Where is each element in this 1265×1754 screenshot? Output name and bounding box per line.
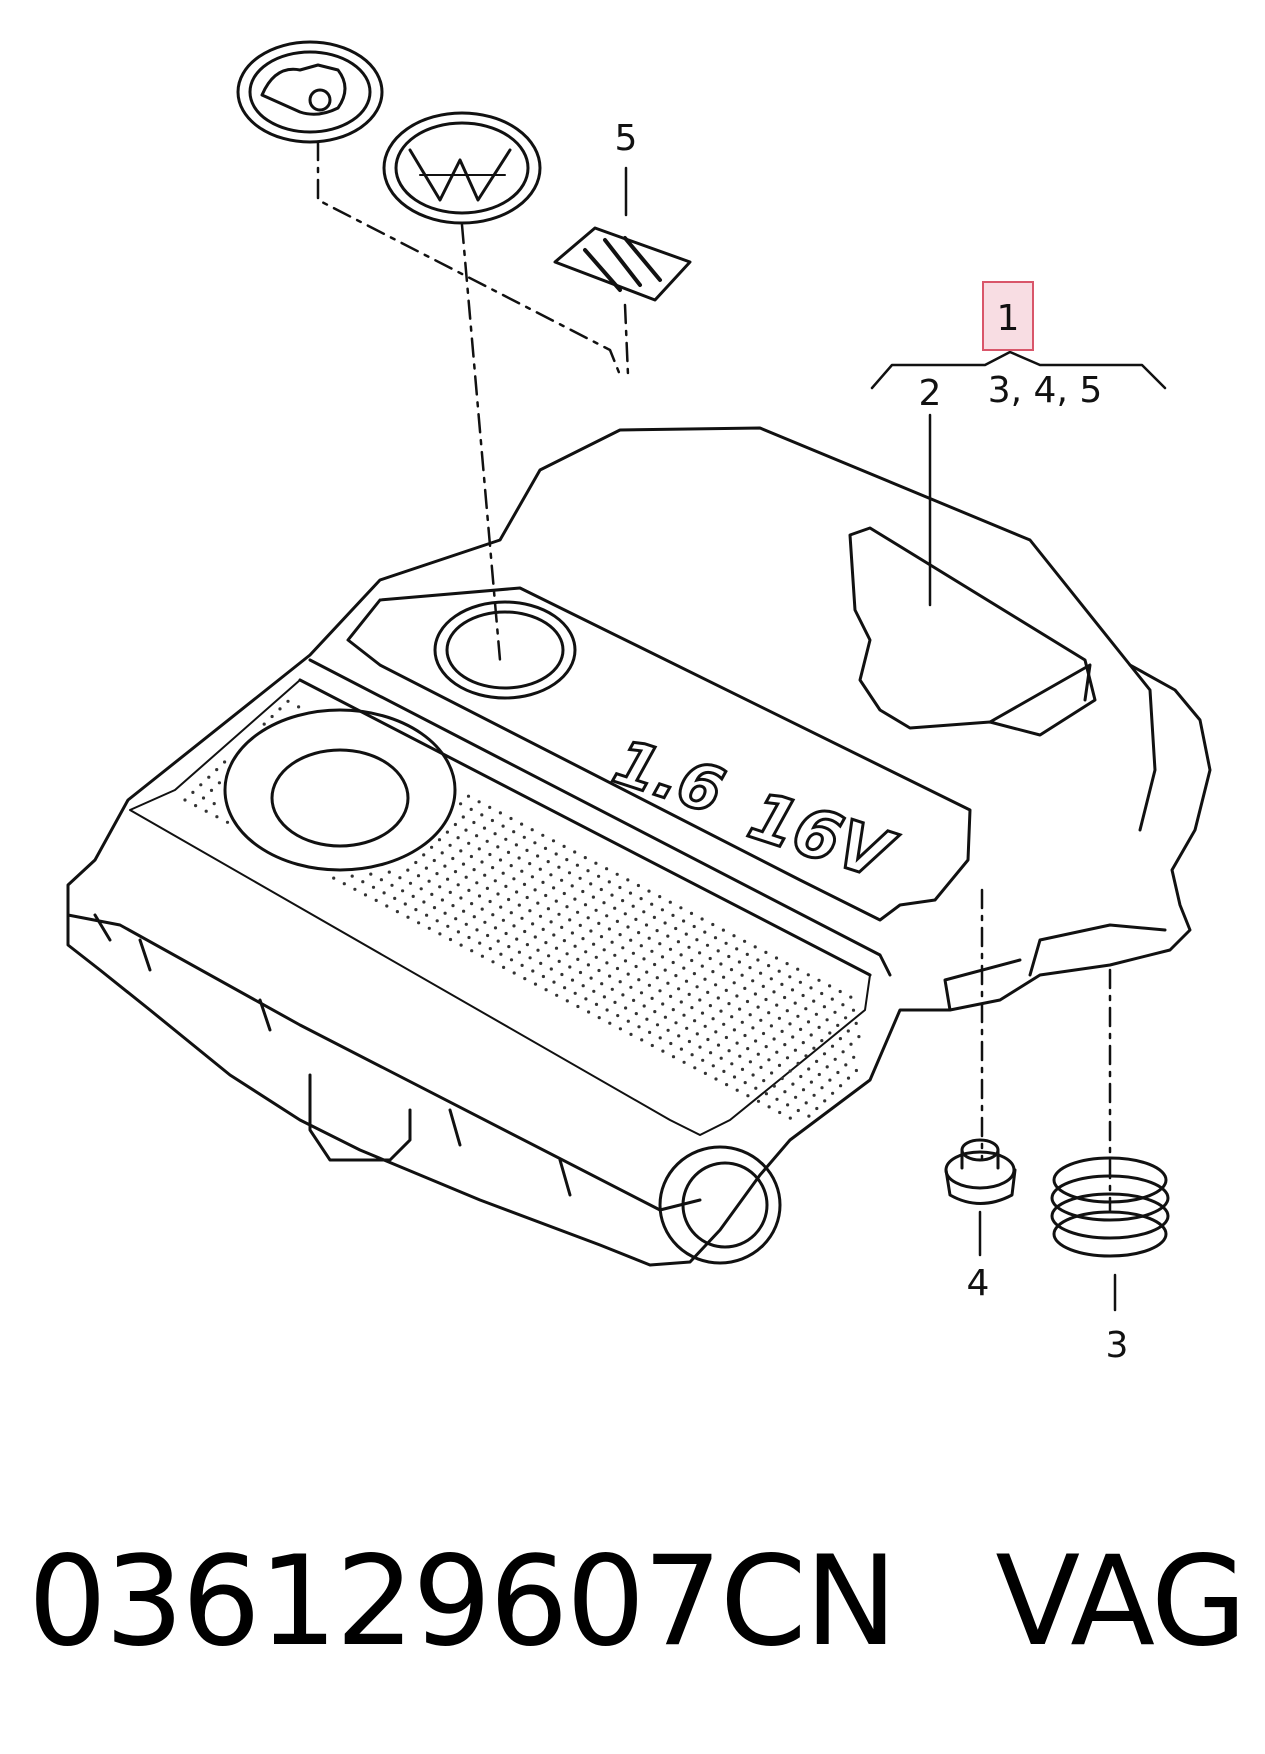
callout-3-4-5: 3, 4, 5	[988, 370, 1103, 411]
grommet-part-4-icon	[944, 1138, 1017, 1257]
valves-engraving: 16V	[739, 775, 906, 897]
callout-5: 5	[615, 118, 638, 159]
brand-name: VAG	[995, 1530, 1247, 1674]
seat-emblem-icon	[553, 226, 692, 302]
skoda-emblem-icon	[236, 40, 384, 144]
part-number: 036129607CN	[28, 1530, 897, 1674]
callout-3: 3	[1106, 1325, 1129, 1366]
vw-emblem-icon	[382, 111, 542, 225]
callout-2: 2	[919, 373, 942, 414]
part-number-caption: 036129607CN VAG	[28, 1530, 1247, 1674]
svg-text:1.6: 1.6	[605, 725, 732, 828]
grip-texture	[183, 699, 861, 1120]
buffer-part-3-icon	[1050, 1156, 1170, 1312]
displacement-engraving: 1.6	[604, 723, 734, 829]
callout-1: 1	[997, 298, 1020, 339]
engine-cover-body	[66, 426, 1212, 1267]
callout-4: 4	[967, 1263, 990, 1304]
svg-text:16V: 16V	[740, 777, 904, 896]
part-1-bracket	[870, 350, 1167, 607]
callout-1-highlight	[982, 281, 1034, 351]
emblem-leader-lines	[316, 140, 1112, 1212]
